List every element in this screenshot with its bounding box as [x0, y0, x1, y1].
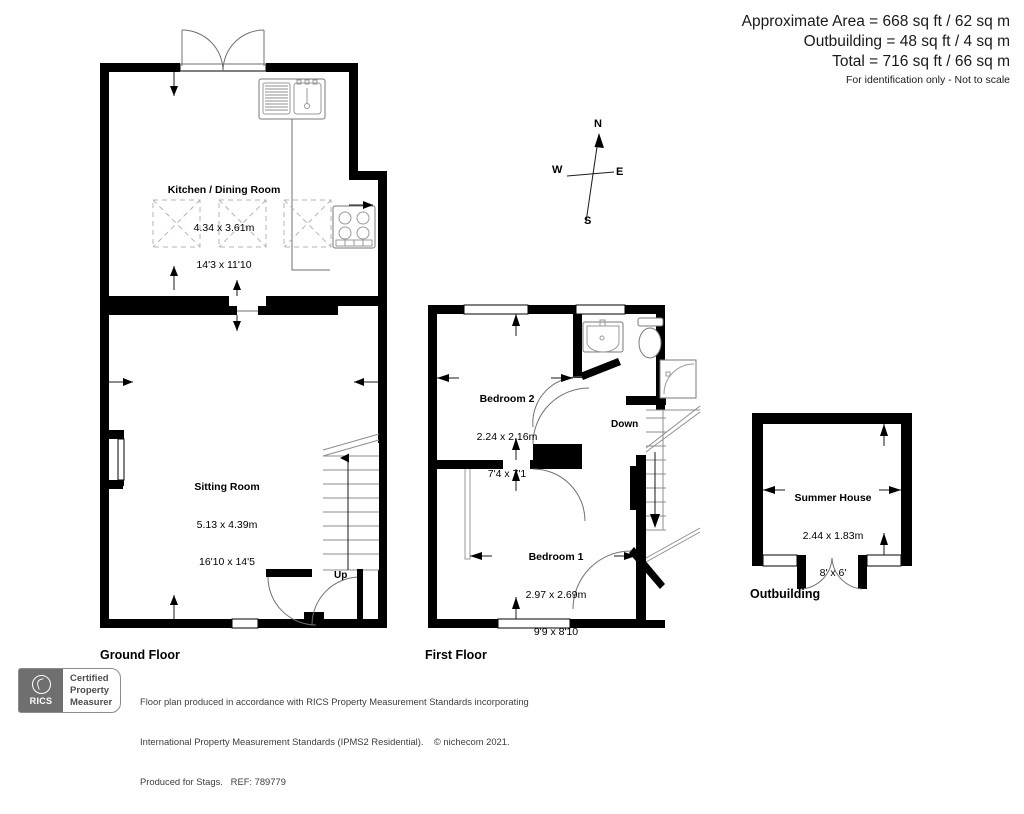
- ground-floor-entrance-doors: [266, 569, 363, 626]
- rics-emblem-icon: [31, 675, 51, 694]
- area-summary: Approximate Area = 668 sq ft / 62 sq m O…: [742, 12, 1010, 88]
- kitchen-furniture-blocks: [152, 199, 332, 248]
- ground-floor-dimension-arrows: [109, 72, 378, 619]
- rics-certified-badge: RICS Certified Property Measurer: [18, 668, 121, 713]
- badge-line-1: Certified: [70, 673, 109, 684]
- ground-floor-windows: [117, 438, 259, 629]
- kitchen-hob: [332, 205, 376, 249]
- room-name: Bedroom 2: [479, 393, 535, 405]
- compass-north-label: N: [594, 118, 602, 130]
- first-floor-staircase: [645, 405, 701, 620]
- disclaimer-line-3: Produced for Stags. REF: 789779: [140, 775, 286, 787]
- kitchen-sink-unit: [258, 78, 326, 120]
- room-dimension-metric: 4.34 x 3.61m: [193, 221, 255, 234]
- first-floor-dimension-arrows: [437, 314, 636, 619]
- badge-line-3: Measurer: [70, 696, 113, 708]
- compass-east-label: E: [616, 166, 624, 178]
- room-dimension-metric: 2.97 x 2.69m: [525, 588, 587, 601]
- room-dimension-imperial: 14'3 x 11'10: [196, 259, 252, 271]
- compass-west-label: W: [552, 164, 563, 176]
- ground-floor-staircase: [322, 433, 380, 571]
- ground-floor-title: Ground Floor: [100, 648, 180, 662]
- floor-plan-drawing: .wall { fill:#000; } .thin { fill:none; …: [100, 29, 912, 629]
- room-label-bedroom-1: Bedroom 1 2.97 x 2.69m 9'9 x 8'10: [491, 526, 621, 664]
- room-name: Summer House: [794, 492, 872, 504]
- room-dimension-metric: 5.13 x 4.39m: [196, 518, 258, 531]
- total-area-line: Total = 716 sq ft / 66 sq m: [832, 53, 1010, 70]
- rics-logo-icon: RICS: [19, 669, 63, 712]
- approximate-area-line: Approximate Area = 668 sq ft / 62 sq m: [741, 13, 1010, 30]
- outbuilding-plan: [752, 413, 912, 590]
- rics-wordmark: RICS: [29, 696, 53, 706]
- disclaimer-line-2: International Property Measurement Stand…: [140, 736, 510, 748]
- stairs-up-label: Up: [334, 570, 348, 581]
- rics-badge-text: Certified Property Measurer: [63, 669, 120, 712]
- room-label-bedroom-2: Bedroom 2 2.24 x 2.16m 7'4 x 7'1: [442, 368, 572, 506]
- first-floor-doors: [532, 358, 665, 610]
- identification-note: For identification only - Not to scale: [846, 74, 1010, 86]
- badge-line-2: Property: [70, 684, 110, 696]
- room-dimension-metric: 2.24 x 2.16m: [476, 430, 538, 443]
- room-dimension-imperial: 8' x 6': [819, 567, 847, 579]
- disclaimer-text: Floor plan produced in accordance with R…: [140, 669, 529, 814]
- room-label-kitchen-dining-room: Kitchen / Dining Room 4.34 x 3.61m 14'3 …: [128, 159, 320, 297]
- room-dimension-metric: 2.44 x 1.83m: [802, 529, 864, 542]
- stairs-down-label: Down: [611, 419, 639, 430]
- ground-floor-patio-doors: [179, 29, 267, 72]
- room-label-summer-house: Summer House 2.44 x 1.83m 8' x 6': [767, 467, 899, 605]
- first-floor-plan: [428, 304, 701, 629]
- compass-south-label: S: [584, 215, 592, 227]
- room-dimension-imperial: 9'9 x 8'10: [533, 626, 579, 638]
- outbuilding-title: Outbuilding: [750, 587, 821, 601]
- room-dimension-imperial: 16'10 x 14'5: [199, 556, 255, 568]
- floor-plan-page: Approximate Area = 668 sq ft / 62 sq m O…: [0, 0, 1024, 723]
- room-dimension-imperial: 7'4 x 7'1: [487, 468, 527, 480]
- footer: RICS Certified Property Measurer Floor p…: [18, 666, 1008, 787]
- compass-rose: [566, 133, 615, 223]
- ground-floor-plan: [100, 29, 387, 629]
- room-name: Sitting Room: [194, 481, 260, 493]
- room-label-sitting-room: Sitting Room 5.13 x 4.39m 16'10 x 14'5: [147, 456, 307, 594]
- outbuilding-area-line: Outbuilding = 48 sq ft / 4 sq m: [803, 33, 1010, 50]
- first-floor-title: First Floor: [425, 648, 487, 662]
- first-floor-windows: [463, 304, 626, 629]
- room-name: Bedroom 1: [528, 551, 584, 563]
- bathroom-fixtures: [582, 317, 697, 399]
- room-name: Kitchen / Dining Room: [167, 184, 281, 196]
- disclaimer-line-1: Floor plan produced in accordance with R…: [140, 696, 529, 708]
